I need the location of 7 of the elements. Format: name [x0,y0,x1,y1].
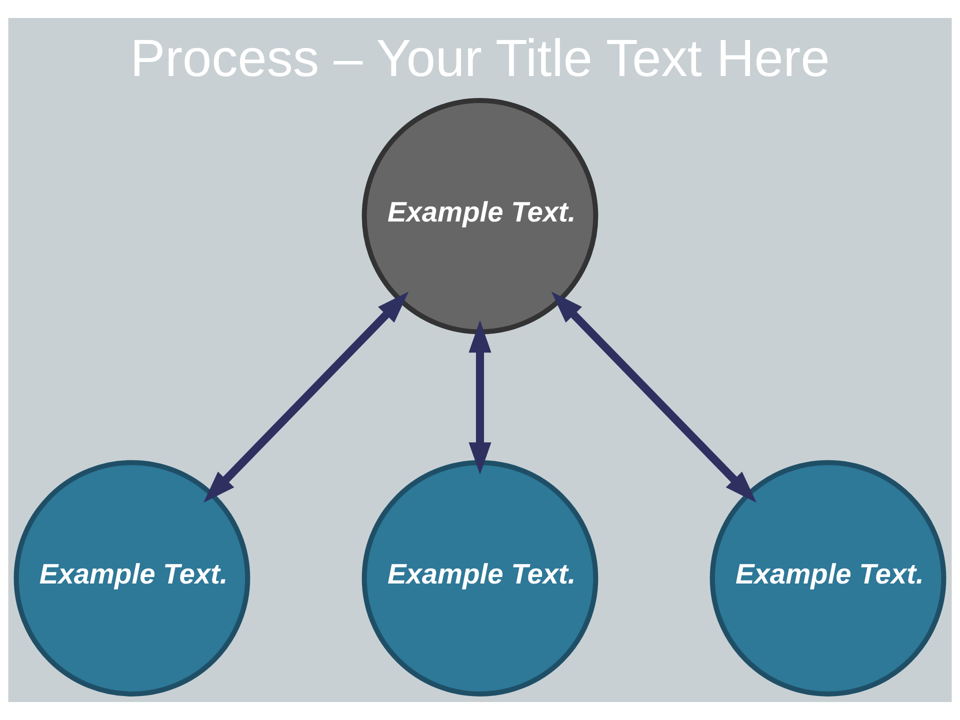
node-circle: Example Text. [362,98,598,334]
node-circle: Example Text. [362,460,598,696]
arrow [204,292,409,503]
arrow [551,292,756,503]
node-circle: Example Text. [710,460,946,696]
arrow [468,320,492,475]
node-circle: Example Text. [14,460,250,696]
